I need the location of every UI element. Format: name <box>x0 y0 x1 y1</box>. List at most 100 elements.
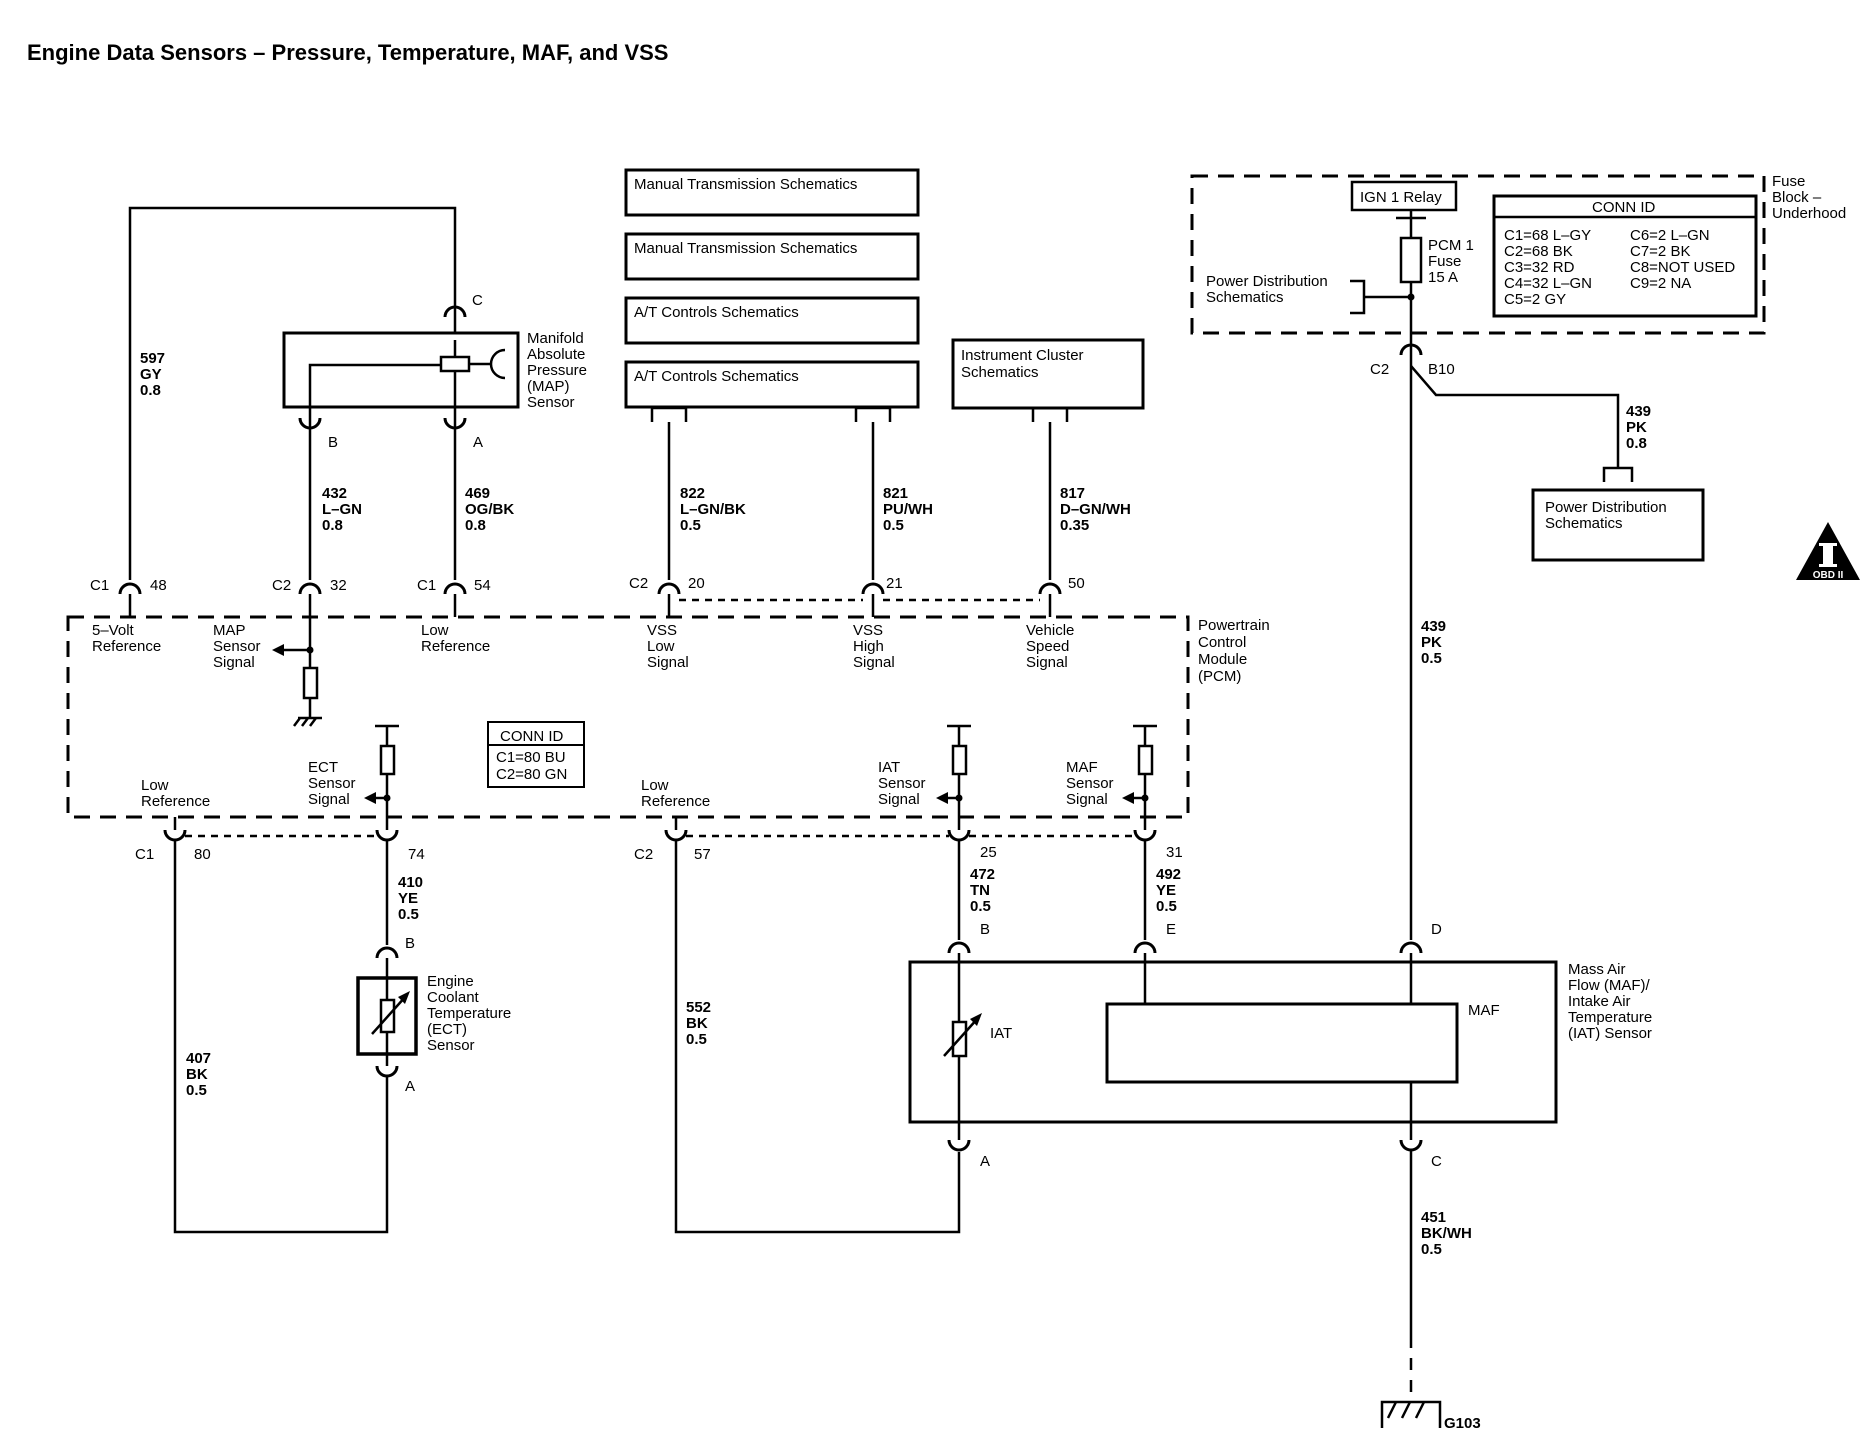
svg-text:54: 54 <box>474 577 491 594</box>
svg-text:Mass Air: Mass Air <box>1568 961 1626 978</box>
pcm1-fuse-label: PCM 1 Fuse 15 A <box>1428 237 1474 286</box>
svg-text:Temperature: Temperature <box>427 1005 511 1022</box>
ref-box-instrument-cluster[interactable]: Instrument Cluster Schematics <box>951 338 1145 410</box>
fuse-block-boundary <box>1190 174 1766 335</box>
ect-pin-b-connector <box>375 946 399 959</box>
svg-text:Sensor: Sensor <box>427 1037 475 1054</box>
svg-text:BK: BK <box>686 1015 708 1032</box>
pcm-conn-id-box: CONN ID C1=80 BU C2=80 GN <box>487 721 585 788</box>
svg-text:21: 21 <box>886 575 903 592</box>
ref-box-power-dist-right[interactable]: Power Distribution Schematics <box>1531 488 1705 562</box>
wire-label-597: 597 GY 0.8 <box>140 350 165 399</box>
svg-text:IAT: IAT <box>878 759 900 776</box>
wire-label-817: 817 D–GN/WH 0.35 <box>1060 485 1131 534</box>
pcm-label-5v-reference: 5–Volt Reference <box>92 622 161 655</box>
svg-text:PCM 1: PCM 1 <box>1428 237 1474 254</box>
map-sensor-label: Manifold Absolute Pressure (MAP) Sensor <box>527 330 587 411</box>
svg-text:80: 80 <box>194 846 211 863</box>
ref-box-at-controls-1[interactable]: A/T Controls Schematics <box>624 296 920 345</box>
svg-text:Vehicle: Vehicle <box>1026 622 1074 639</box>
svg-text:Low: Low <box>641 777 669 794</box>
svg-text:C1=68 L–GY: C1=68 L–GY <box>1504 227 1591 244</box>
svg-text:451: 451 <box>1421 1209 1446 1226</box>
svg-text:C2: C2 <box>634 846 653 863</box>
svg-text:Signal: Signal <box>213 654 255 671</box>
pcm-bottom-connector-31: 31 <box>1133 806 1183 861</box>
svg-text:0.5: 0.5 <box>883 517 904 534</box>
pcm-top-connector-c2-32: C2 32 <box>272 577 347 650</box>
svg-text:BK/WH: BK/WH <box>1421 1225 1472 1242</box>
pcm-conn-id-c2: C2=80 GN <box>496 766 567 783</box>
svg-text:32: 32 <box>330 577 347 594</box>
svg-text:469: 469 <box>465 485 490 502</box>
wire-label-492: 492 YE 0.5 <box>1156 866 1181 915</box>
svg-text:439: 439 <box>1626 403 1651 420</box>
ref-box-manual-trans-1[interactable]: Manual Transmission Schematics <box>624 168 920 217</box>
ref-box-at-controls-2[interactable]: A/T Controls Schematics <box>624 360 920 409</box>
svg-text:Low: Low <box>647 638 675 655</box>
svg-text:Signal: Signal <box>1026 654 1068 671</box>
pcm-label-vehicle-speed: Vehicle Speed Signal <box>1026 622 1074 671</box>
svg-text:L–GN/BK: L–GN/BK <box>680 501 746 518</box>
svg-text:Power Distribution: Power Distribution <box>1206 273 1328 290</box>
svg-text:50: 50 <box>1068 575 1085 592</box>
svg-text:High: High <box>853 638 884 655</box>
svg-text:0.8: 0.8 <box>322 517 343 534</box>
svg-text:TN: TN <box>970 882 990 899</box>
pcm-top-connector-c1-48: C1 48 <box>90 577 167 617</box>
svg-text:D: D <box>1431 921 1442 938</box>
wire-label-472: 472 TN 0.5 <box>970 866 995 915</box>
svg-text:25: 25 <box>980 844 997 861</box>
svg-text:Block –: Block – <box>1772 189 1822 206</box>
svg-text:821: 821 <box>883 485 908 502</box>
svg-text:0.5: 0.5 <box>686 1031 707 1048</box>
svg-text:Schematics: Schematics <box>1206 289 1284 306</box>
svg-text:Schematics: Schematics <box>961 364 1039 381</box>
wire-407-bk <box>173 841 389 1234</box>
pcm-label: Powertrain Control Module (PCM) <box>1198 617 1270 685</box>
svg-text:0.8: 0.8 <box>1626 435 1647 452</box>
maf-iat-pin-b: B <box>947 921 990 954</box>
svg-text:ECT: ECT <box>308 759 338 776</box>
wire-552-bk <box>674 841 961 1234</box>
svg-text:597: 597 <box>140 350 165 367</box>
svg-text:OG/BK: OG/BK <box>465 501 514 518</box>
svg-text:C1: C1 <box>417 577 436 594</box>
svg-text:Manifold: Manifold <box>527 330 584 347</box>
svg-text:Manual Transmission Schematics: Manual Transmission Schematics <box>634 176 857 193</box>
svg-text:Signal: Signal <box>878 791 920 808</box>
svg-text:Fuse: Fuse <box>1428 253 1461 270</box>
pcm-label-low-reference-1: Low Reference <box>141 777 210 810</box>
map-pin-b-label: B <box>328 434 338 451</box>
svg-text:C8=NOT USED: C8=NOT USED <box>1630 259 1735 276</box>
ref-box-manual-trans-2[interactable]: Manual Transmission Schematics <box>624 232 920 281</box>
svg-text:15 A: 15 A <box>1428 269 1458 286</box>
wire-label-407: 407 BK 0.5 <box>186 1050 211 1099</box>
svg-text:Temperature: Temperature <box>1568 1009 1652 1026</box>
maf-iat-sensor <box>908 953 1558 1140</box>
svg-text:0.8: 0.8 <box>140 382 161 399</box>
wire-439-pk-branch <box>1410 365 1620 468</box>
svg-text:57: 57 <box>694 846 711 863</box>
svg-text:GY: GY <box>140 366 162 383</box>
pcm-conn-id-title: CONN ID <box>500 728 564 745</box>
ect-pullup-circuit <box>364 724 399 806</box>
svg-text:Reference: Reference <box>92 638 161 655</box>
relay-output-wire <box>1396 210 1426 238</box>
svg-text:Pressure: Pressure <box>527 362 587 379</box>
maf-iat-pin-c: C <box>1399 1139 1442 1170</box>
ground-g103-icon <box>1380 1400 1442 1428</box>
wire-label-822: 822 L–GN/BK 0.5 <box>680 485 746 534</box>
map-signal-internal-circuit <box>272 644 322 727</box>
svg-text:822: 822 <box>680 485 705 502</box>
wire-label-451: 451 BK/WH 0.5 <box>1421 1209 1472 1258</box>
power-dist-fuse-label[interactable]: Power Distribution Schematics <box>1206 273 1328 306</box>
svg-text:Low: Low <box>421 622 449 639</box>
pcm-label-iat-signal: IAT Sensor Signal <box>878 759 926 808</box>
svg-text:Coolant: Coolant <box>427 989 480 1006</box>
svg-text:Fuse: Fuse <box>1772 173 1805 190</box>
iat-element-label: IAT <box>990 1025 1012 1042</box>
maf-iat-pin-a: A <box>947 1139 990 1170</box>
branch-connector <box>1602 466 1634 482</box>
svg-text:432: 432 <box>322 485 347 502</box>
